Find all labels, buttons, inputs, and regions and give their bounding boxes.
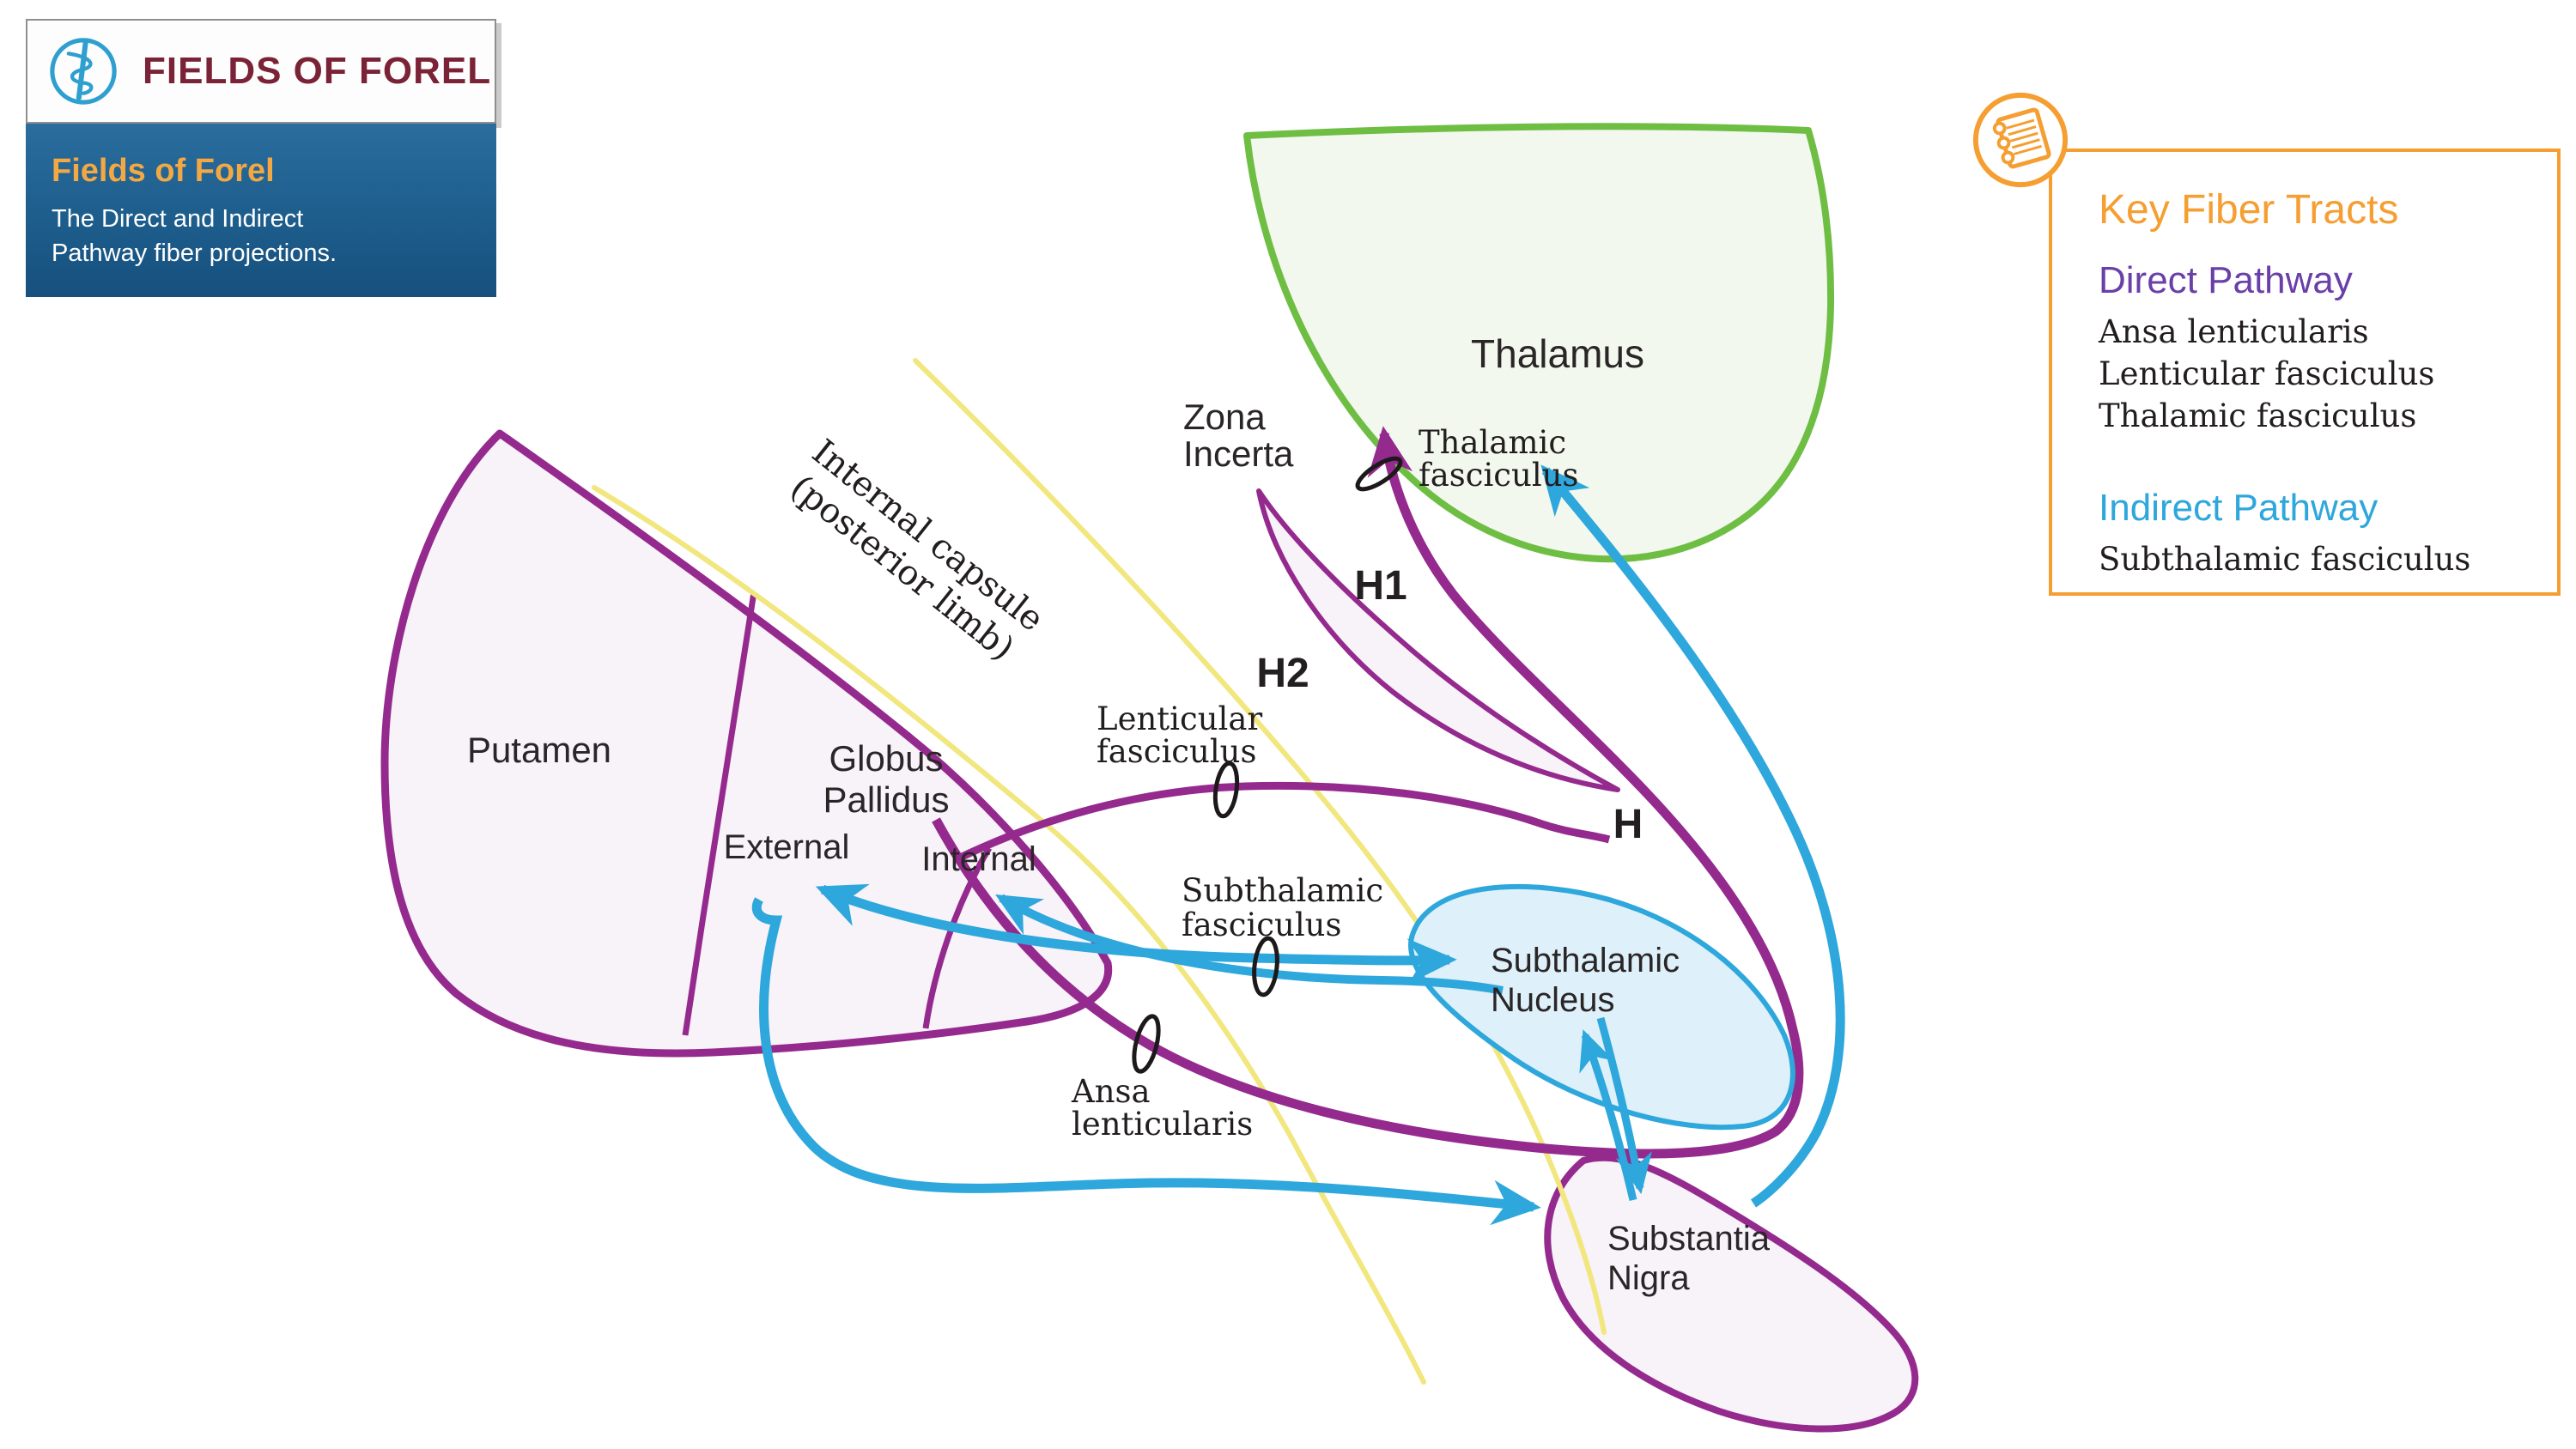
list-item: Thalamic fasciculus <box>2099 397 2417 434</box>
asclepius-icon <box>50 38 117 105</box>
list-item: Lenticular fasciculus <box>2099 355 2435 392</box>
internal-capsule-label: Internal capsule (posterior limb) <box>783 432 1051 668</box>
direct-pathway-title: Direct Pathway <box>2099 259 2353 301</box>
diagram-subtitle: The Direct and Indirect Pathway fiber pr… <box>52 202 471 270</box>
substantia-nigra-label-1: Substantia <box>1607 1220 1771 1258</box>
indirect-pathway-list: Subthalamic fasciculus <box>2099 538 2557 580</box>
list-item: Subthalamic fasciculus <box>2099 541 2471 578</box>
substantia-nigra-label-2: Nigra <box>1607 1259 1690 1297</box>
subthalamic-nucleus-shape <box>1408 883 1795 1131</box>
lenticular-fasciculus-oval <box>1212 761 1240 819</box>
ansa-lenticularis-label-2: lenticularis <box>1072 1106 1253 1143</box>
subthalamic-nucleus-label-2: Nucleus <box>1491 981 1615 1019</box>
subthalamic-fasciculus-label-1: Subthalamic <box>1182 872 1383 909</box>
field-h-label: H <box>1613 802 1643 847</box>
gp-external-label: External <box>724 828 850 866</box>
subthalamic-nucleus-label-1: Subthalamic <box>1491 942 1680 979</box>
thalamus-label: Thalamus <box>1471 331 1644 376</box>
field-h2-label: H2 <box>1256 651 1309 696</box>
putamen-gpe-divider <box>682 591 757 1036</box>
field-h1-label: H1 <box>1354 563 1406 609</box>
subthalamic-fasciculus-oval <box>1252 936 1279 997</box>
putamen-label: Putamen <box>467 730 611 770</box>
lenticular-fasciculus-label-1: Lenticular <box>1097 700 1262 737</box>
zona-incerta-shape <box>1256 488 1620 792</box>
direct-pathway-list: Ansa lenticularis Lenticular fasciculus … <box>2099 311 2557 437</box>
zona-incerta-label-2: Incerta <box>1183 433 1294 474</box>
thalamic-fasciculus-label-1: Thalamic <box>1419 424 1566 461</box>
title-card: Fields of Forel The Direct and Indirect … <box>26 124 496 297</box>
substantia-nigra-shape <box>1544 1154 1919 1433</box>
ansa-lenticularis-oval <box>1132 1014 1161 1074</box>
legend-title: Key Fiber Tracts <box>2099 187 2399 233</box>
subthalamic-fasciculus-line-b <box>995 894 1504 995</box>
ansa-thalamic-fasciculus-tract <box>932 426 1804 1159</box>
lenticular-fasciculus-label-2: fasciculus <box>1097 733 1257 770</box>
diagram-title: Fields of Forel <box>52 153 275 189</box>
notepad-icon <box>1972 92 2069 188</box>
indirect-pathway-title: Indirect Pathway <box>2099 487 2379 529</box>
subtitle-line-2: Pathway fiber projections. <box>52 239 337 267</box>
subthalamic-fasciculus-line-a <box>815 883 1457 985</box>
list-item: Ansa lenticularis <box>2099 313 2369 350</box>
gp-internal-label: Internal <box>921 840 1036 878</box>
lenticular-fasciculus-tract <box>953 781 1611 864</box>
thalamic-fasciculus-label-2: fasciculus <box>1419 457 1579 494</box>
thalamic-fasciculus-oval <box>1355 456 1403 492</box>
logo-card: FIELDS OF FOREL <box>26 19 496 124</box>
globus-pallidus-label-1: Globus <box>829 738 943 779</box>
stn-to-sn-arrow <box>1596 1016 1652 1195</box>
globus-pallidus-label-2: Pallidus <box>823 779 949 820</box>
key-fiber-tracts-panel: Key Fiber Tracts Direct Pathway Ansa len… <box>2049 149 2561 596</box>
logo-title: FIELDS OF FOREL <box>143 50 492 92</box>
subthalamic-fasciculus-label-2: fasciculus <box>1182 906 1342 943</box>
internal-capsule-line-right <box>913 358 1607 1335</box>
ansa-lenticularis-label-1: Ansa <box>1071 1073 1151 1110</box>
zona-incerta-label-1: Zona <box>1183 397 1266 437</box>
stn-to-thalamus-tract <box>1540 464 1845 1208</box>
gpe-to-substantia-nigra-tract <box>751 897 1541 1226</box>
subtitle-line-1: The Direct and Indirect <box>52 205 304 233</box>
